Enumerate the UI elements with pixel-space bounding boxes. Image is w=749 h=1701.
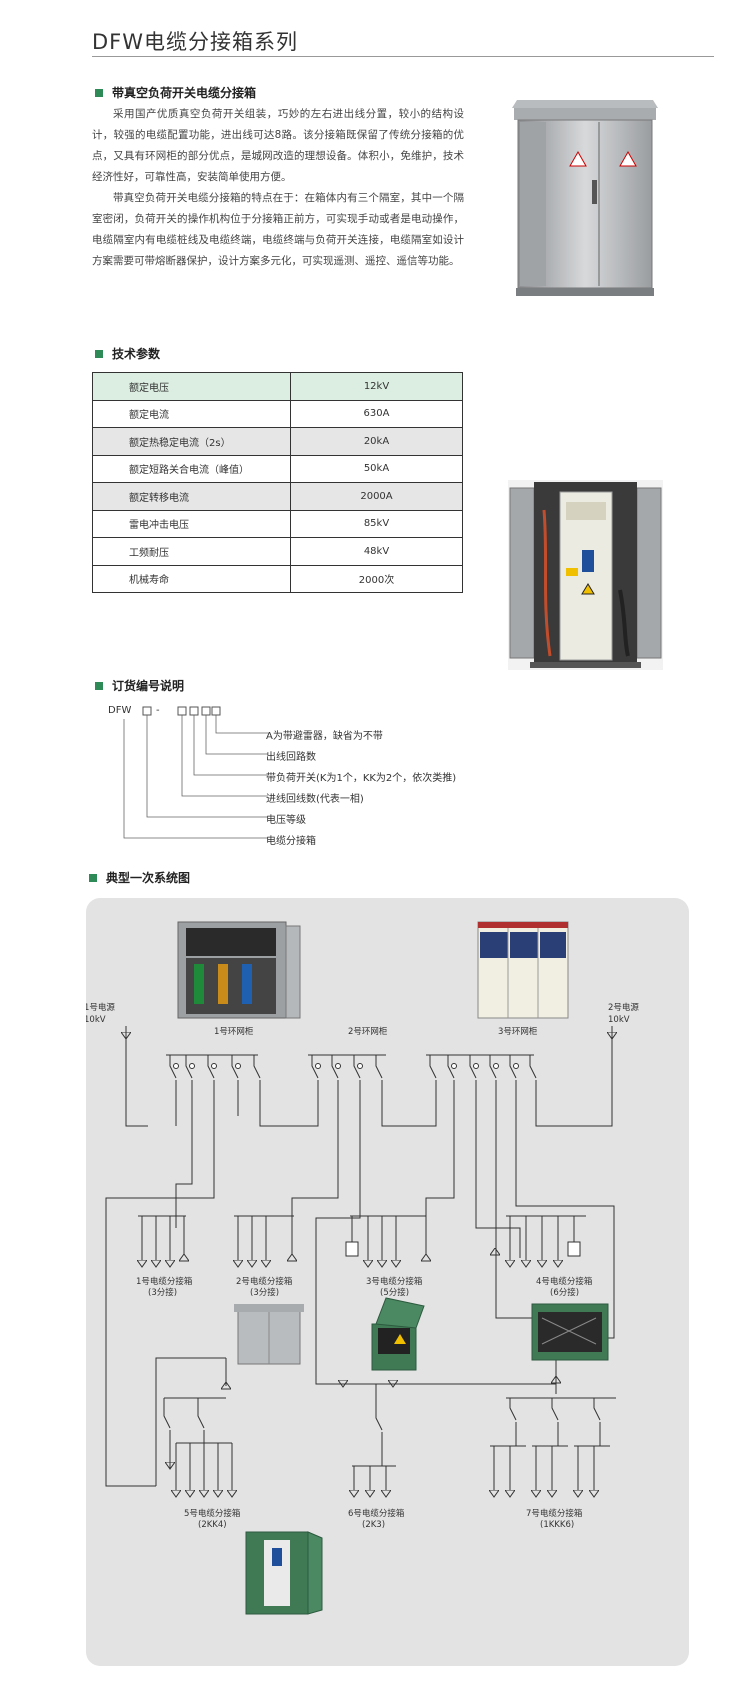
page-title: DFW电缆分接箱系列 [92, 30, 299, 54]
closed-cabinet-image [512, 100, 658, 296]
parameter-name: 机械寿命 [92, 564, 291, 593]
parameter-name: 雷电冲击电压 [92, 509, 291, 538]
box-3-image [371, 1297, 425, 1371]
box-4-image [531, 1303, 609, 1361]
section-heading-2: 技术参数 [95, 345, 160, 362]
section-heading-1: 带真空负荷开关电缆分接箱 [95, 84, 256, 101]
ring-cabinet-3-label: 3号环网柜 [498, 1026, 538, 1037]
box-7-label: 7号电缆分接箱 [526, 1508, 583, 1519]
box-5-spec: (2KK4) [198, 1520, 227, 1530]
ring-cabinet-1-image [177, 921, 301, 1019]
box-2-image [234, 1304, 304, 1365]
order-item-2: 出线回路数 [266, 752, 316, 763]
system-diagram: 1号电源 10kV 2号电源 10kV 1号环网柜 2号环网柜 3号环网柜 [86, 921, 639, 1615]
parameter-name: 工频耐压 [92, 537, 291, 566]
parameter-name: 额定短路关合电流（峰值） [92, 454, 291, 483]
paragraph-1: 采用国产优质真空负荷开关组装，巧妙的左右进出线分置，较小的结构设计，较强的电缆配… [92, 108, 464, 183]
ring-cabinet-3-image [477, 921, 569, 1019]
bullet-square-icon [95, 681, 103, 690]
box-3-spec: (5分接) [380, 1287, 409, 1298]
parameter-name: 额定电压 [92, 372, 291, 401]
source-1-label: 1号电源 [86, 1002, 115, 1013]
order-item-5: 电压等级 [266, 815, 306, 826]
box-4-spec: (6分接) [550, 1287, 579, 1298]
section-2-title: 技术参数 [112, 347, 161, 361]
parameter-value: 2000A [290, 482, 463, 511]
order-item-1: A为带避雷器，缺省为不带 [266, 731, 383, 742]
box-3-label: 3号电缆分接箱 [366, 1276, 423, 1287]
section-heading-4: 典型一次系统图 [89, 869, 190, 886]
parameter-value: 12kV [290, 372, 463, 401]
order-item-3: 带负荷开关(K为1个，KK为2个，依次类推) [266, 773, 457, 784]
box-2-spec: (3分接) [250, 1287, 279, 1298]
bullet-square-icon [95, 88, 103, 97]
box-2-label: 2号电缆分接箱 [236, 1276, 293, 1287]
box-7-spec: (1KKK6) [540, 1520, 574, 1530]
parameter-row: 额定热稳定电流（2s）20kA [92, 427, 463, 456]
parameter-value: 2000次 [290, 564, 463, 593]
parameter-name: 额定热稳定电流（2s） [92, 427, 291, 456]
box-1-spec: (3分接) [148, 1287, 177, 1298]
parameter-name: 额定转移电流 [92, 482, 291, 511]
paragraph-2: 带真空负荷开关电缆分接箱的特点在于：在箱体内有三个隔室，其中一个隔室密闭，负荷开… [92, 192, 464, 267]
ring-cabinet-2-label: 2号环网柜 [348, 1026, 388, 1037]
bullet-square-icon [95, 349, 103, 358]
source-2-label: 2号电源 [608, 1002, 639, 1013]
source-2-voltage: 10kV [608, 1015, 630, 1025]
parameter-value: 50kA [290, 454, 463, 483]
order-item-6: 电缆分接箱 [266, 836, 316, 847]
order-code-dash: - [156, 705, 160, 716]
ring-cabinet-1-label: 1号环网柜 [214, 1026, 254, 1037]
parameter-value: 630A [290, 399, 463, 428]
section-4-title: 典型一次系统图 [106, 871, 191, 885]
box-6-spec: (2K3) [362, 1520, 385, 1530]
box-6-label: 6号电缆分接箱 [348, 1508, 405, 1519]
section-heading-3: 订货编号说明 [95, 677, 184, 694]
section-3-title: 订货编号说明 [112, 679, 185, 693]
box-5-image [245, 1531, 323, 1615]
parameter-value: 20kA [290, 427, 463, 456]
box-1-label: 1号电缆分接箱 [136, 1276, 193, 1287]
box-4-label: 4号电缆分接箱 [536, 1276, 593, 1287]
order-item-4: 进线回线数(代表一相) [266, 794, 364, 805]
title-divider [92, 56, 714, 57]
source-1-voltage: 10kV [86, 1015, 106, 1025]
section-1-title: 带真空负荷开关电缆分接箱 [112, 86, 257, 100]
bullet-square-icon [89, 873, 97, 882]
order-code-diagram [123, 706, 268, 839]
open-cabinet-image [508, 480, 663, 670]
parameter-row: 额定短路关合电流（峰值）50kA [92, 454, 463, 483]
box-5-label: 5号电缆分接箱 [184, 1508, 241, 1519]
parameter-name: 额定电流 [92, 399, 291, 428]
order-code-prefix: DFW [108, 705, 132, 716]
parameter-value: 48kV [290, 537, 463, 566]
section-1-text: 采用国产优质真空负荷开关组装，巧妙的左右进出线分置，较小的结构设计，较强的电缆配… [92, 104, 464, 272]
parameter-value: 85kV [290, 509, 463, 538]
diagram-panel [86, 898, 689, 1666]
